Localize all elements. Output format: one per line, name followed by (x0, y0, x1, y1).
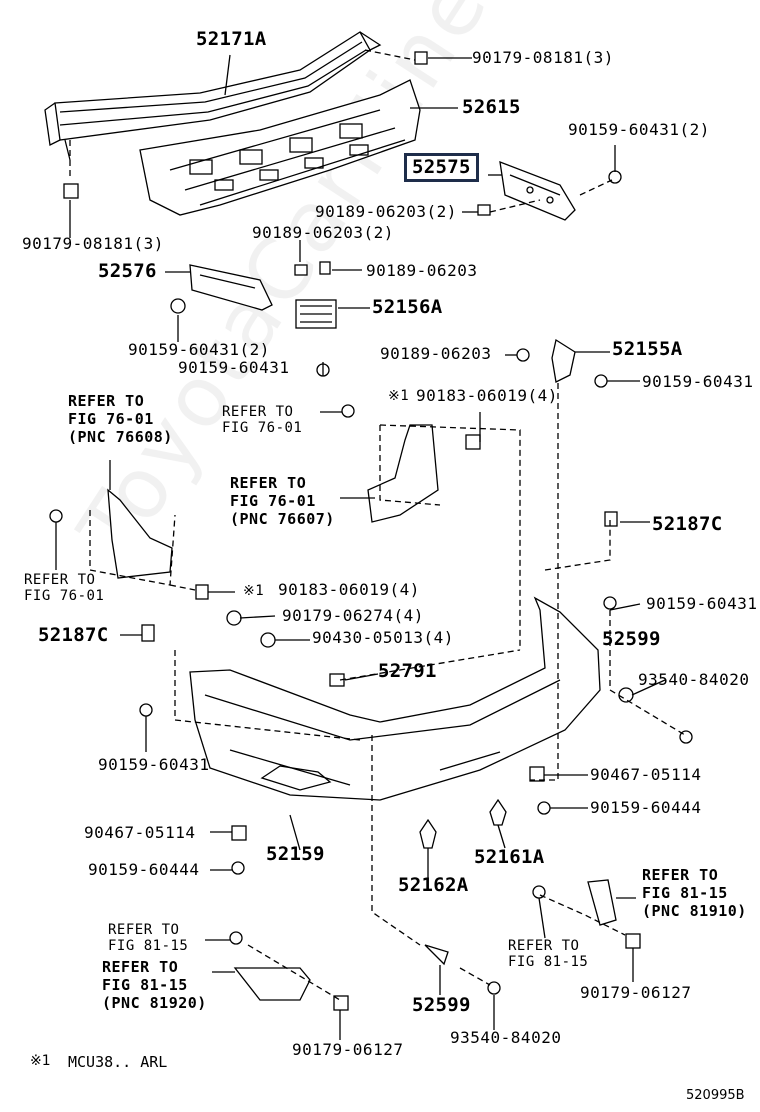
refer-to-fig-81-15-note[interactable]: REFER TO FIG 81-15 (PNC 81910) (642, 866, 747, 920)
part-52187C-label[interactable]: 52187C (38, 624, 109, 646)
part-52162A-label[interactable]: 52162A (398, 874, 469, 896)
dashed-guides (69, 49, 686, 1001)
bracket-52155A[interactable] (551, 338, 576, 383)
part-90179-08181-label[interactable]: 90179-08181(3) (472, 48, 614, 67)
bumper-cover-52159[interactable] (189, 596, 601, 801)
part-52156A-label[interactable]: 52156A (372, 296, 443, 318)
part-52187C-label[interactable]: 52187C (652, 513, 723, 535)
part-90159-60431-label[interactable]: 90159-60431(2) (128, 340, 270, 359)
part-52575-callout[interactable]: 52575 (404, 153, 479, 182)
retainer-52575[interactable] (499, 160, 576, 221)
part-90179-08181-label[interactable]: 90179-08181(3) (22, 234, 164, 253)
part-90179-06127-label[interactable]: 90179-06127 (580, 983, 692, 1002)
refer-to-fig-81-15-note[interactable]: REFER TO FIG 81-15 (108, 922, 189, 954)
part-90430-05013-label[interactable]: 90430-05013(4) (312, 628, 454, 647)
part-90467-05114-label[interactable]: 90467-05114 (590, 765, 702, 784)
bracket-52156A[interactable] (295, 299, 337, 329)
part-90467-05114-label[interactable]: 90467-05114 (84, 823, 196, 842)
mudguard-right[interactable] (367, 424, 439, 523)
part-90183-06019-label[interactable]: 90183-06019(4) (416, 386, 558, 405)
mudguard-left[interactable] (107, 488, 173, 579)
part-90183-06019-label[interactable]: 90183-06019(4) (278, 580, 420, 599)
leader-lines (55, 54, 666, 1040)
diagram-code: 520995B (686, 1088, 745, 1103)
refer-to-fig-76-01-note[interactable]: REFER TO FIG 76-01 (222, 404, 303, 436)
part-52599-label[interactable]: 52599 (602, 628, 661, 650)
part-90189-06203-label[interactable]: 90189-06203 (366, 261, 478, 280)
part-52791-label[interactable]: 52791 (378, 660, 437, 682)
footnote-mark: ※1 (30, 1053, 51, 1069)
part-93540-84020-label[interactable]: 93540-84020 (638, 670, 750, 689)
retainer-52576[interactable] (189, 264, 273, 311)
part-90159-60444-label[interactable]: 90159-60444 (590, 798, 702, 817)
part-90159-60431-label[interactable]: 90159-60431 (98, 755, 210, 774)
part-90159-60444-label[interactable]: 90159-60444 (88, 860, 200, 879)
part-52576-label[interactable]: 52576 (98, 260, 157, 282)
part-52161A-label[interactable]: 52161A (474, 846, 545, 868)
part-90179-06274-label[interactable]: 90179-06274(4) (282, 606, 424, 625)
part-52155A-label[interactable]: 52155A (612, 338, 683, 360)
part-90189-06203-label[interactable]: 90189-06203 (380, 344, 492, 363)
footnote-text: MCU38.. ARL (68, 1053, 168, 1071)
part-90189-06203-label[interactable]: 90189-06203(2) (252, 223, 394, 242)
note-mark-icon: ※1 (388, 388, 410, 404)
part-52159-label[interactable]: 52159 (266, 843, 325, 865)
part-52171A-label[interactable]: 52171A (196, 28, 267, 50)
part-90189-06203-label[interactable]: 90189-06203(2) (315, 202, 457, 221)
refer-to-fig-76-01-note[interactable]: REFER TO FIG 76-01 (PNC 76608) (68, 392, 173, 446)
part-90159-60431-label[interactable]: 90159-60431 (646, 594, 758, 613)
part-90159-60431-label[interactable]: 90159-60431 (642, 372, 754, 391)
absorber-52615[interactable] (139, 79, 421, 216)
part-90179-06127-label[interactable]: 90179-06127 (292, 1040, 404, 1059)
part-90159-60431-label[interactable]: 90159-60431 (178, 358, 290, 377)
fasteners[interactable] (49, 51, 693, 1011)
note-mark-icon: ※1 (243, 583, 265, 599)
refer-to-fig-76-01-note[interactable]: REFER TO FIG 76-01 (PNC 76607) (230, 474, 335, 528)
part-52599-label[interactable]: 52599 (412, 994, 471, 1016)
reinforcement-beam-52171A[interactable] (44, 31, 382, 161)
part-93540-84020-label[interactable]: 93540-84020 (450, 1028, 562, 1047)
part-90159-60431-label[interactable]: 90159-60431(2) (568, 120, 710, 139)
refer-to-fig-81-15-note[interactable]: REFER TO FIG 81-15 (508, 938, 589, 970)
refer-to-fig-81-15-note[interactable]: REFER TO FIG 81-15 (PNC 81920) (102, 958, 207, 1012)
part-52615-label[interactable]: 52615 (462, 96, 521, 118)
refer-to-fig-76-01-note[interactable]: REFER TO FIG 76-01 (24, 572, 105, 604)
